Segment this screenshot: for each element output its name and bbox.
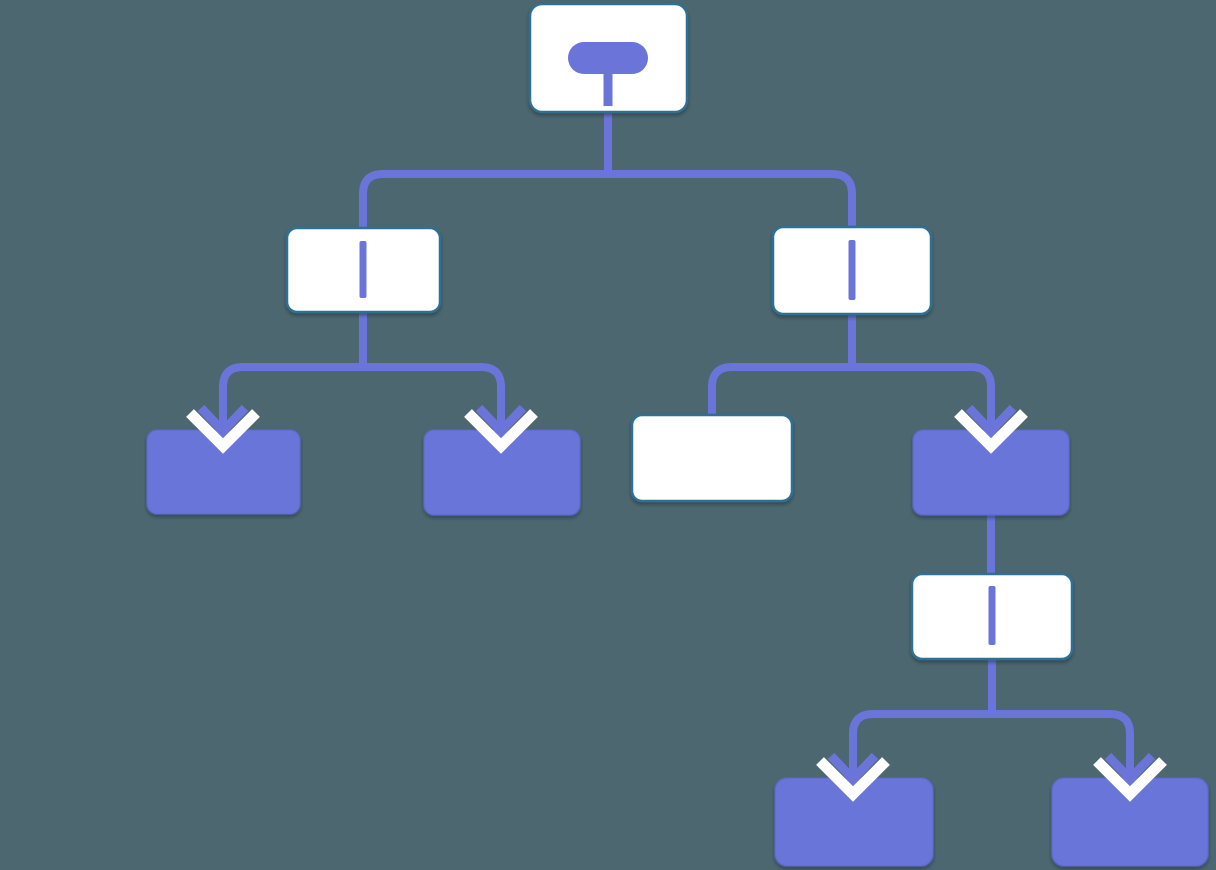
purple-chevron xyxy=(827,752,879,786)
chevron-down-arrow-icon xyxy=(954,385,1028,454)
pill-stem xyxy=(603,70,613,106)
node-leaf-3[interactable] xyxy=(630,413,794,503)
vertical-line-icon xyxy=(988,586,996,645)
connector-edges xyxy=(219,70,1134,779)
node-decorations xyxy=(359,42,996,645)
white-chevron xyxy=(186,409,260,454)
diagram-nodes xyxy=(146,2,1209,867)
chevron-down-arrow-icon xyxy=(186,385,260,454)
vertical-line-icon xyxy=(848,240,856,300)
connector-edge-branch-right-split xyxy=(708,363,995,431)
pill-with-stem-icon xyxy=(568,42,648,74)
white-chevron xyxy=(464,409,538,454)
connector-edge-root-split xyxy=(359,170,856,230)
purple-chevron xyxy=(197,404,249,438)
purple-chevron xyxy=(965,404,1017,438)
connector-edge-branch-bottom-split xyxy=(849,710,1134,779)
vertical-line-icon xyxy=(359,241,367,298)
chevron-down-arrow-icon xyxy=(464,385,538,454)
chevron-arrows xyxy=(186,385,1167,802)
white-chevron xyxy=(816,757,890,802)
purple-chevron xyxy=(1104,752,1156,786)
chevron-down-arrow-icon xyxy=(1093,733,1167,802)
purple-chevron xyxy=(475,404,527,438)
white-chevron xyxy=(1093,757,1167,802)
chevron-down-arrow-icon xyxy=(816,733,890,802)
connector-edge-branch-left-split xyxy=(219,363,505,431)
white-chevron xyxy=(954,409,1028,454)
